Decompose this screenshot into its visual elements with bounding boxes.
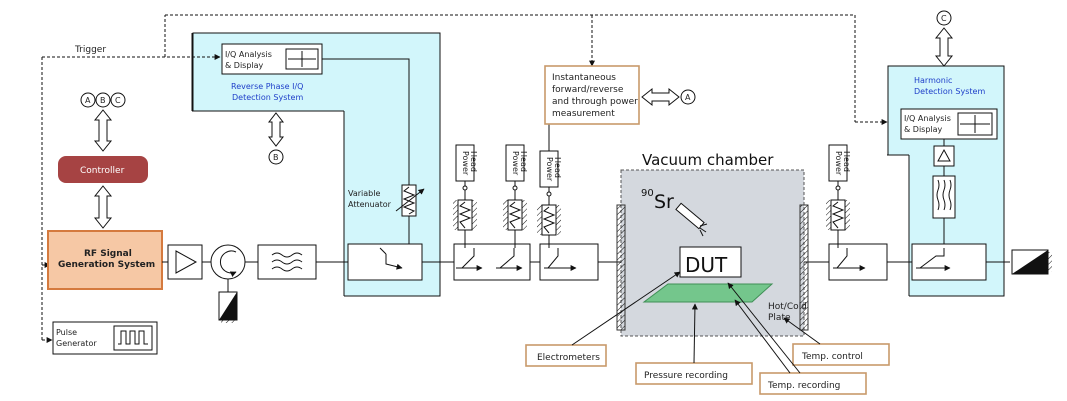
coupler-reverse-phase (347, 243, 423, 281)
harmonic-label-2: Detection System (914, 87, 985, 96)
svg-text:Power: Power (545, 157, 554, 182)
svg-text:B: B (273, 153, 279, 162)
hot-cold-label-2: Plate (768, 313, 791, 323)
svg-text:Head: Head (842, 151, 851, 172)
c-double-arrow (934, 27, 954, 67)
svg-text:Power: Power (461, 151, 470, 176)
svg-text:Head: Head (469, 151, 478, 172)
instantaneous-label-1: Instantaneous (552, 73, 616, 83)
harmonic-coupler (911, 243, 987, 281)
temp-control-label: Temp. control (801, 352, 863, 362)
power-head-3: Power Head (537, 111, 562, 248)
variable-attenuator-label-1: Variable (348, 189, 380, 198)
svg-text:Head: Head (553, 157, 562, 178)
temp-recording-box (759, 372, 867, 395)
chamber-window-right (799, 204, 809, 331)
iq-analysis-right-label-2: & Display (904, 125, 943, 134)
instantaneous-label-3: and through power (552, 97, 638, 107)
svg-text:B: B (100, 96, 106, 105)
radiation-source-icon (675, 202, 708, 237)
circle-a: A (680, 89, 696, 105)
dut-label: DUT (685, 253, 728, 277)
dual-directional-coupler (453, 243, 531, 281)
abc-double-arrow (93, 109, 113, 152)
svg-text:A: A (685, 93, 691, 102)
sr-mass-number: 90 (641, 188, 654, 199)
rf-signal-box (47, 230, 163, 290)
instantaneous-label-2: forward/reverse (552, 85, 624, 95)
hot-cold-label-1: Hot/Cold (768, 302, 807, 312)
svg-text:Power: Power (834, 151, 843, 176)
termination-load-icon (1011, 249, 1052, 275)
pulse-label-2: Generator (56, 339, 97, 348)
pulse-label-1: Pulse (56, 328, 77, 337)
svg-text:Head: Head (519, 151, 528, 172)
harmonic-label-1: Harmonic (914, 76, 952, 85)
controller-rf-double-arrow (93, 185, 113, 229)
through-coupler (539, 243, 599, 281)
iq-analysis-right-label-1: I/Q Analysis (904, 114, 951, 123)
circulator-load-icon (218, 291, 238, 323)
filter-icon (257, 244, 317, 280)
rf-signal-label-2: Generation System (58, 260, 155, 270)
instantaneous-label-4: measurement (552, 109, 615, 119)
pressure-recording-label: Pressure recording (644, 371, 728, 381)
circle-b: B (268, 149, 284, 165)
harmonic-panel-notch (887, 155, 909, 297)
variable-attenuator-label-2: Attenuator (348, 200, 392, 209)
controller-box (58, 156, 148, 183)
temp-control-box (792, 343, 890, 366)
controller-label: Controller (80, 166, 125, 176)
rf-signal-label-1: RF Signal (84, 249, 132, 259)
circle-c: C (936, 10, 952, 26)
iq-display-left-icon (285, 48, 319, 70)
right-coupler (828, 243, 888, 281)
sr-symbol: Sr (654, 191, 674, 213)
b-double-arrow (267, 112, 285, 147)
iq-analysis-left-label-1: I/Q Analysis (225, 50, 272, 59)
power-head-2: Power Head (503, 144, 528, 248)
chamber-window-left (616, 204, 626, 331)
svg-text:C: C (115, 96, 121, 105)
reverse-phase-label-1: Reverse Phase I/Q (231, 82, 303, 91)
a-horizontal-double-arrow (641, 87, 680, 107)
temp-recording-label: Temp. recording (767, 381, 840, 391)
power-head-1: Power Head (453, 144, 478, 248)
iq-display-right-icon (957, 112, 993, 136)
amplifier-icon (167, 244, 203, 280)
reverse-phase-label-2: Detection System (232, 93, 303, 102)
harmonic-filter-icon (932, 175, 956, 219)
svg-text:A: A (85, 96, 91, 105)
circulator-icon (210, 244, 246, 292)
instantaneous-measurement-box (544, 65, 640, 125)
pulse-waveform-icon (113, 325, 153, 351)
svg-text:Power: Power (511, 151, 520, 176)
variable-attenuator-icon (395, 184, 425, 217)
electrometers-label: Electrometers (537, 353, 600, 363)
circles-abc: A B C (80, 92, 126, 108)
harmonic-detector-icon (933, 145, 955, 167)
iq-analysis-left-label-2: & Display (225, 61, 264, 70)
power-head-4: Power Head (826, 144, 851, 248)
vacuum-chamber-label: Vacuum chamber (642, 151, 774, 169)
trigger-label: Trigger (74, 45, 106, 55)
svg-text:C: C (941, 14, 947, 23)
dut-box (679, 246, 742, 278)
electrometers-box (525, 344, 607, 367)
